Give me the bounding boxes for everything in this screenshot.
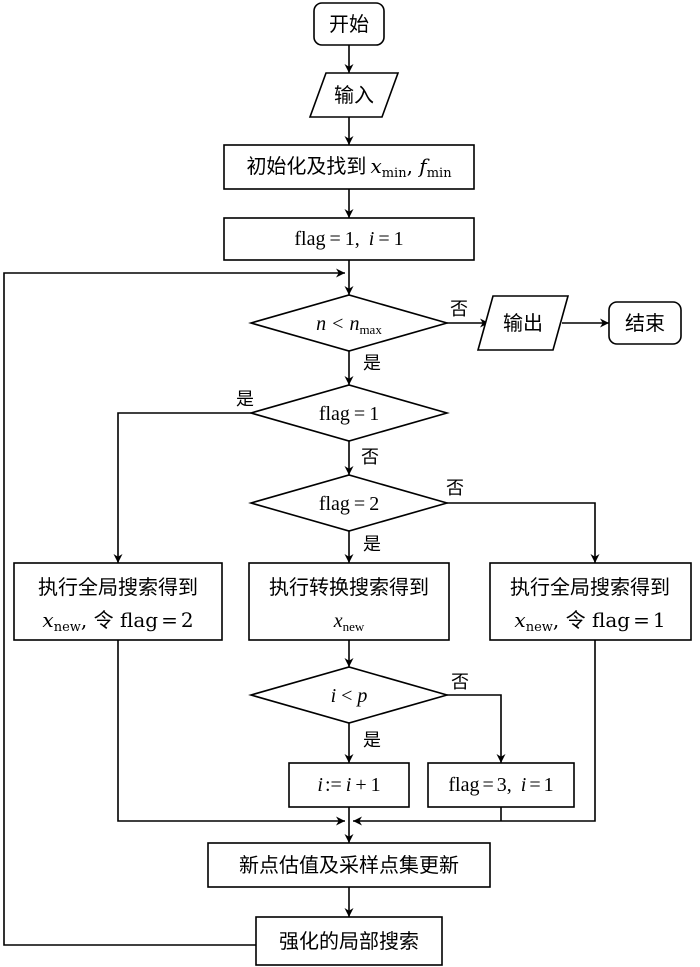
node-check-flag2-label: flag=2 [319,493,379,515]
node-global-left-line2: xnew, 令 flag=2 [42,608,193,635]
node-local-label: 强化的局部搜索 [279,929,419,953]
node-start: 开始 [313,2,385,46]
node-check-ip-label: i<p [331,685,368,707]
edge-globalleft-merge [117,640,345,826]
node-update-label: 新点估值及采样点集更新 [239,853,459,877]
node-input-label: 输入 [334,83,374,107]
node-global-right: 执行全局搜索得到 xnew, 令 flag=1 [489,562,692,641]
node-global-right-line1: 执行全局搜索得到 [510,575,670,599]
edge-labels: 否 是 是 否 否 是 否 是 [236,299,469,751]
node-global-left-line1: 执行全局搜索得到 [38,575,198,599]
edge-local-loopback [3,268,345,946]
node-loop-check: n<nmax [248,294,450,352]
label-no-output: 否 [450,299,468,320]
node-check-flag2: flag=2 [248,474,450,532]
node-end: 结束 [608,301,682,345]
label-yes-ip: 是 [363,730,381,751]
node-check-ip: i<p [248,666,450,724]
node-loop-check-label: n<nmax [316,313,382,337]
node-local: 强化的局部搜索 [255,916,443,966]
label-no-ip: 否 [451,672,469,693]
label-yes-flag2: 是 [363,534,381,555]
node-check-flag1-label: flag=1 [319,403,379,425]
node-transform: 执行转换搜索得到 xnew [248,562,450,641]
edge-flag2-globalright [447,502,600,563]
node-transform-line1: 执行转换搜索得到 [269,575,429,599]
node-output: 输出 [476,295,570,351]
node-input: 输入 [308,72,400,118]
node-update: 新点估值及采样点集更新 [207,842,491,888]
node-incr: i:=i+1 [288,762,410,808]
node-incr-label: i:=i+1 [317,774,380,796]
node-reset-label: flag=3, i=1 [448,774,553,796]
node-global-left: 执行全局搜索得到 xnew, 令 flag=2 [13,562,223,641]
edge-globalright-merge [353,640,596,826]
label-yes-flag1: 是 [236,389,254,410]
edge-flag1-globalleft [113,412,251,563]
label-no-flag2: 否 [446,478,464,499]
node-check-flag1: flag=1 [248,384,450,442]
label-no-flag1: 否 [361,447,379,468]
node-setflag-label: flag=1, i=1 [294,228,403,250]
node-reset: flag=3, i=1 [427,762,575,808]
edges [3,45,609,946]
node-transform-line2: xnew [333,610,365,634]
node-end-label: 结束 [625,311,665,335]
node-global-right-line2: xnew, 令 flag=1 [514,608,665,635]
label-yes-loop: 是 [363,353,381,374]
node-output-label: 输出 [503,311,543,335]
node-setflag: flag=1, i=1 [223,217,475,261]
edge-checkip-reset [447,694,506,763]
node-start-label: 开始 [329,12,369,36]
